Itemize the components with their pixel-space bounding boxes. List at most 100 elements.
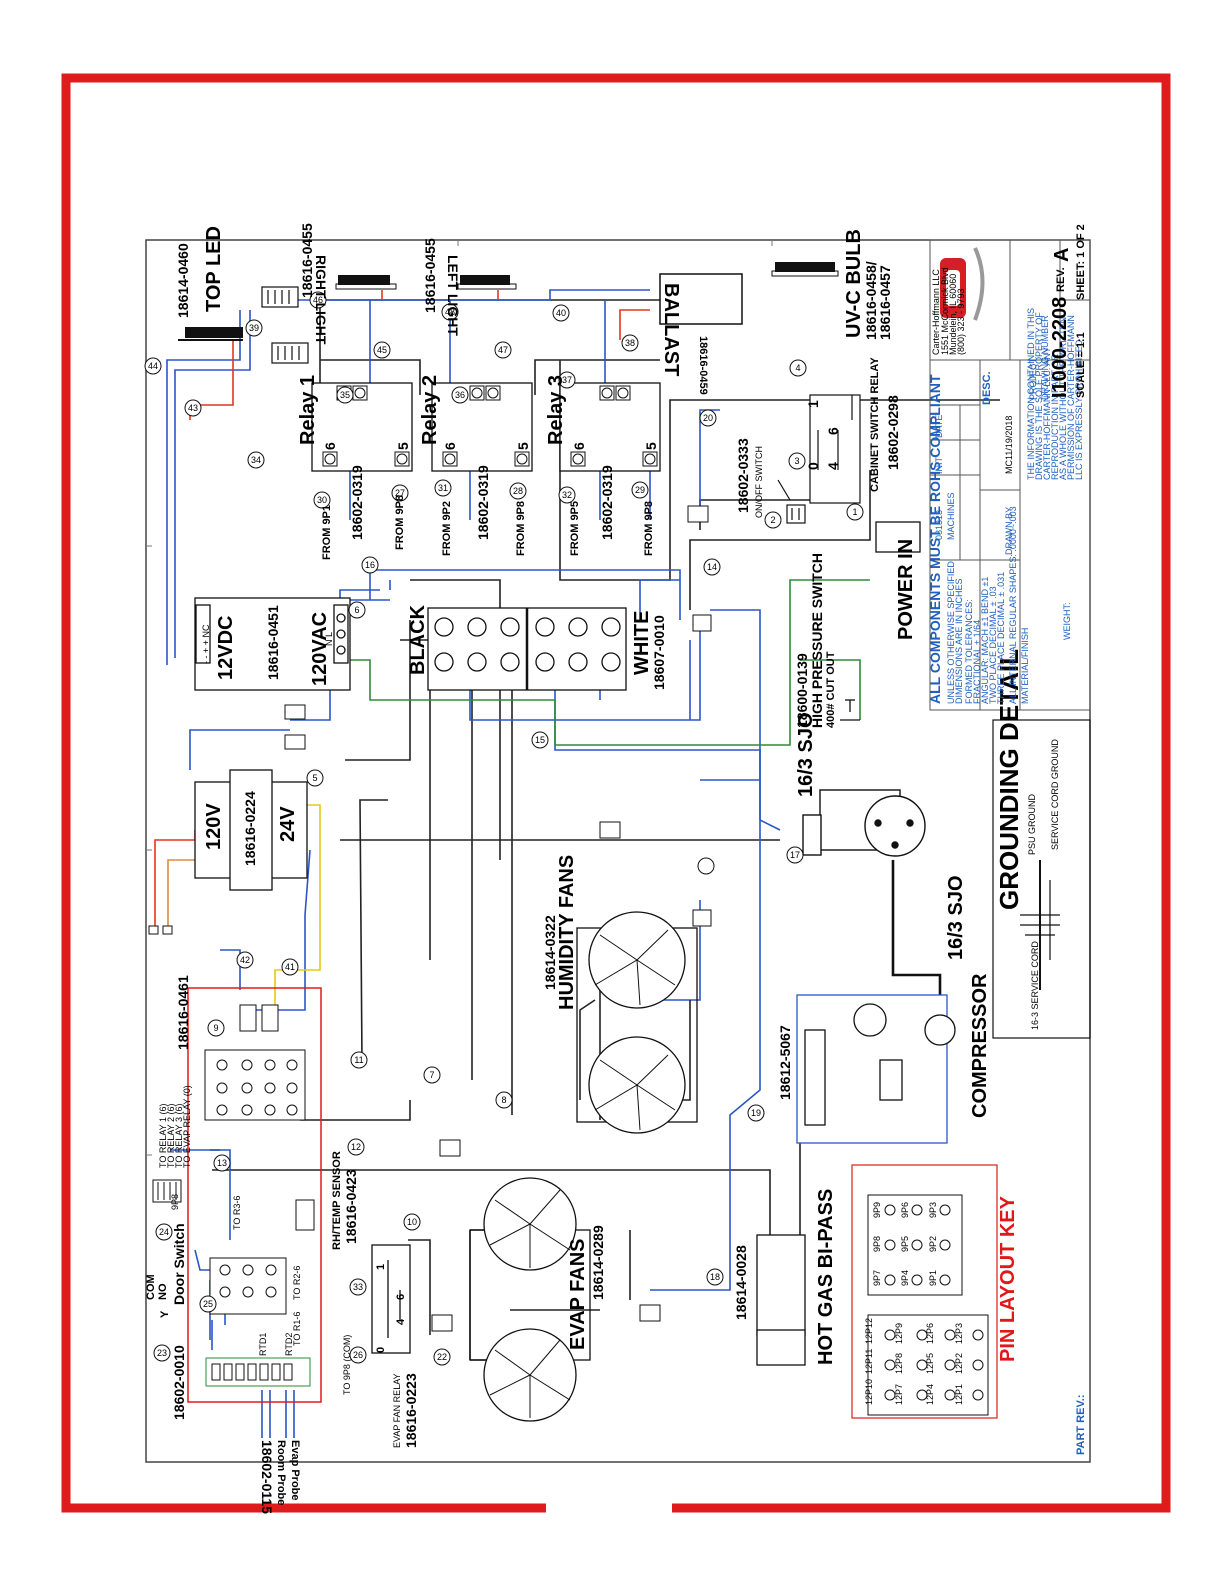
relay-list-1: TO RELAY 1 (6) [158, 1103, 168, 1168]
relay-1 [311, 382, 413, 472]
psu-part: 18616-0451 [265, 605, 281, 680]
terminal-block [427, 607, 627, 691]
probe-evap: Evap Probe [289, 1440, 301, 1501]
company-address-2: Mundelein, IL 60060 [948, 274, 958, 355]
wire-7: 7 [429, 1070, 434, 1080]
connector-17 [599, 821, 621, 839]
connector-5a [284, 704, 306, 720]
psu-terminals: - - + + NC [201, 624, 211, 664]
door-label: Door Switch [171, 1223, 187, 1305]
cab-relay-p0: 0 [805, 462, 821, 470]
relay-1-pin5: 5 [395, 442, 411, 450]
company-logo [940, 247, 985, 321]
pin-9p5: 9P5 [900, 1236, 910, 1252]
relay-2-pin6: 6 [442, 442, 458, 450]
pin-layout-key [851, 1164, 998, 1419]
wire-4: 4 [795, 363, 800, 373]
unless-5: ANGULAR: MACH ±1 BEND ±1 [980, 577, 990, 704]
wire-39: 39 [249, 323, 259, 333]
wire-13: 13 [217, 1158, 227, 1168]
wire-43: 43 [188, 403, 198, 413]
pin-12p3: 12P3 [954, 1323, 964, 1344]
wire-26: 26 [353, 1350, 363, 1360]
wire-number-labels: 44 43 34 39 45 46 47 48 40 38 4 20 3 2 1… [148, 295, 858, 1362]
right-light [335, 275, 397, 290]
wire-5: 5 [312, 773, 317, 783]
legal-6: PERMISSION OF CARTER-HOFFMANN [1066, 315, 1076, 480]
pin-12p4: 12P4 [925, 1384, 935, 1405]
relay-list-4: TO EVAP RELAY (0) [182, 1085, 192, 1168]
pin-9p1: 9P1 [928, 1270, 938, 1286]
hot-gas-label: HOT GAS BI-PASS [815, 1189, 837, 1365]
wire-30: 30 [317, 495, 327, 505]
hot-gas-bypass [756, 1234, 806, 1366]
pin-12p5: 12P5 [925, 1353, 935, 1374]
relay-2-from-a: FROM 9P2 [441, 501, 453, 556]
cab-relay-label: CABINET SWITCH RELAY [869, 357, 881, 492]
legal-5: AS A WHOLE WITHOUT THE WRITTEN [1058, 317, 1068, 480]
pin-9p8: 9P8 [872, 1236, 882, 1252]
pin-9p9: 9P9 [872, 1202, 882, 1218]
relay-1-from-b: FROM 9P8 [394, 495, 406, 550]
wire-48: 48 [445, 307, 455, 317]
ballast-label: BALLAST [660, 283, 682, 376]
pin-12p2: 12P2 [954, 1353, 964, 1374]
evap-relay-p0: 0 [375, 1347, 387, 1353]
compressor-plug [802, 789, 926, 857]
pin-12p6: 12P6 [925, 1323, 935, 1344]
pin-12p10: 12P10 [864, 1379, 874, 1405]
top-connector-a [261, 286, 299, 308]
evap-relay-part: 18616-0223 [403, 1373, 419, 1448]
humidity-part: 18614-0322 [542, 915, 558, 990]
pin-9p6: 9P6 [900, 1202, 910, 1218]
ballast-part: 18616-0459 [697, 336, 709, 395]
desc-label: DESC. [981, 371, 993, 405]
relay-3 [559, 382, 661, 472]
pin-9p3: 9P3 [928, 1202, 938, 1218]
top-led [178, 327, 243, 341]
left-light-label: LEFT LIGHT [445, 255, 461, 336]
sjo-1: 16/3 SJO [795, 712, 817, 797]
terminal-white: WHITE [631, 611, 653, 675]
machines-label: MACHINES [946, 492, 956, 540]
relay-3-from-a: FROM 9P5 [569, 501, 581, 556]
relay-1-from-a: FROM 9P1 [321, 505, 333, 560]
right-light-label: RIGHT LIGHT [313, 255, 329, 345]
unless-7: THREE PLACE DECIMAL ± .031 [996, 572, 1006, 704]
cab-relay-p6: 6 [825, 427, 841, 435]
relay-2-pin5: 5 [515, 442, 531, 450]
wire-1: 1 [852, 507, 857, 517]
scale-label: SCALE = 1:1 [1075, 332, 1087, 398]
init-header: INIT [934, 456, 944, 474]
relay-2-name: Relay 2 [419, 375, 441, 445]
wire-27: 27 [395, 488, 405, 498]
wire-18: 18 [710, 1272, 720, 1282]
wire-34: 34 [251, 455, 261, 465]
cab-relay-p1: 1 [805, 400, 821, 408]
wire-40: 40 [556, 308, 566, 318]
psu-nl: N L [324, 632, 334, 646]
grounding-detail [992, 719, 1091, 1039]
rtd-to-r2: TO R2-6 [292, 1266, 302, 1300]
connector-18 [639, 1304, 661, 1322]
wire-45: 45 [377, 345, 387, 355]
rh-part: 18616-0423 [343, 1169, 359, 1244]
onoff-switch [777, 479, 806, 524]
weight-label: WEIGHT: [1062, 603, 1072, 641]
transformer-24v: 24V [277, 806, 299, 842]
uvc-label: UV-C BULB [843, 229, 865, 338]
drawn-by-label: DRAWN BY [1004, 507, 1014, 555]
evap-fans-part: 18614-0289 [590, 1225, 606, 1300]
part-rev-label: PART REV.: [1075, 1394, 1087, 1455]
wire-24: 24 [159, 1227, 169, 1237]
wire-23: 23 [157, 1348, 167, 1358]
relay-2-part: 18602-0319 [475, 465, 491, 540]
wire-19: 19 [751, 1108, 761, 1118]
date-header: DATE [934, 415, 944, 438]
right-light-part: 18616-0455 [299, 223, 315, 298]
pin-12p1: 12P1 [954, 1384, 964, 1405]
wire-35: 35 [340, 390, 350, 400]
wire-9: 9 [213, 1023, 218, 1033]
evap-fan-relay [371, 1244, 411, 1354]
pin-12p9: 12P9 [894, 1323, 904, 1344]
